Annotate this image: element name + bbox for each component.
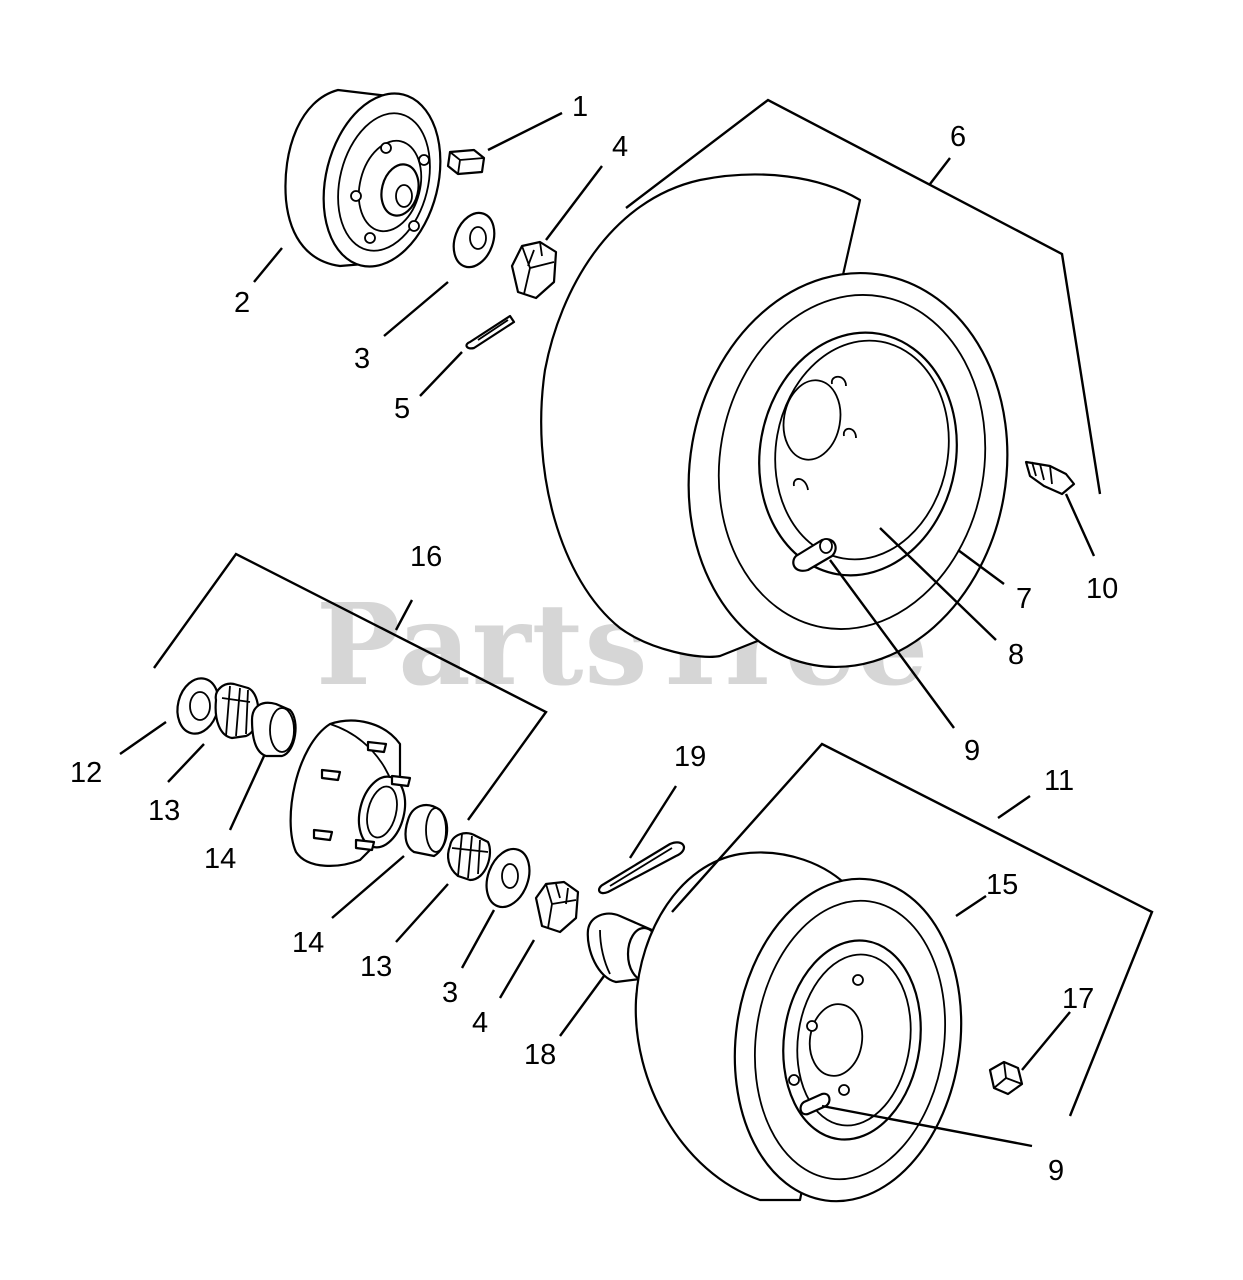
callout-9-bottom: 9 <box>1048 1155 1064 1187</box>
callout-14-left: 14 <box>204 843 236 875</box>
callout-17: 17 <box>1062 983 1094 1015</box>
callout-19: 19 <box>674 741 706 773</box>
wheel-assembly-part-6 <box>540 173 1009 669</box>
race-part-14-left <box>250 701 297 758</box>
washer-part-3-top <box>452 211 496 269</box>
drive-hub-part-2 <box>284 88 442 268</box>
valve-stem-part-10 <box>1024 460 1076 496</box>
callout-4-top: 4 <box>612 131 628 163</box>
key-part-1 <box>446 148 486 176</box>
cotter-pin-part-5 <box>465 314 516 350</box>
callout-12: 12 <box>70 757 102 789</box>
callout-18: 18 <box>524 1039 556 1071</box>
castle-nut-part-4-top <box>510 240 558 300</box>
callout-15: 15 <box>986 869 1018 901</box>
callout-2: 2 <box>234 287 250 319</box>
hub-part-16 <box>289 719 412 867</box>
callout-9-top: 9 <box>964 735 980 767</box>
callout-3-top: 3 <box>354 343 370 375</box>
washer-part-3-bottom <box>485 847 531 909</box>
callout-labels: 1 2 3 4 5 6 7 8 9 10 11 12 13 13 14 14 1… <box>70 91 1118 1187</box>
callout-13-right: 13 <box>360 951 392 983</box>
race-part-14-right <box>404 803 449 858</box>
callout-13-left: 13 <box>148 795 180 827</box>
callout-3-bottom: 3 <box>442 977 458 1009</box>
callout-16: 16 <box>410 541 442 573</box>
bearing-cone-part-13-right <box>447 832 492 882</box>
castle-nut-part-4-bottom <box>534 880 580 934</box>
callout-6: 6 <box>950 121 966 153</box>
wheel-assembly-part-11 <box>634 851 963 1203</box>
cotter-pin-part-19 <box>598 841 686 895</box>
callout-11: 11 <box>1044 765 1074 797</box>
callout-10: 10 <box>1086 573 1118 605</box>
leader-lines <box>119 98 1154 1148</box>
callout-14-right: 14 <box>292 927 324 959</box>
callout-4-bottom: 4 <box>472 1007 488 1039</box>
lug-nut-part-17 <box>988 1060 1024 1096</box>
callout-1: 1 <box>572 91 588 123</box>
callout-7: 7 <box>1016 583 1032 615</box>
callout-8: 8 <box>1008 639 1024 671</box>
callout-5: 5 <box>394 393 410 425</box>
bearing-cone-part-13-left <box>214 682 260 740</box>
